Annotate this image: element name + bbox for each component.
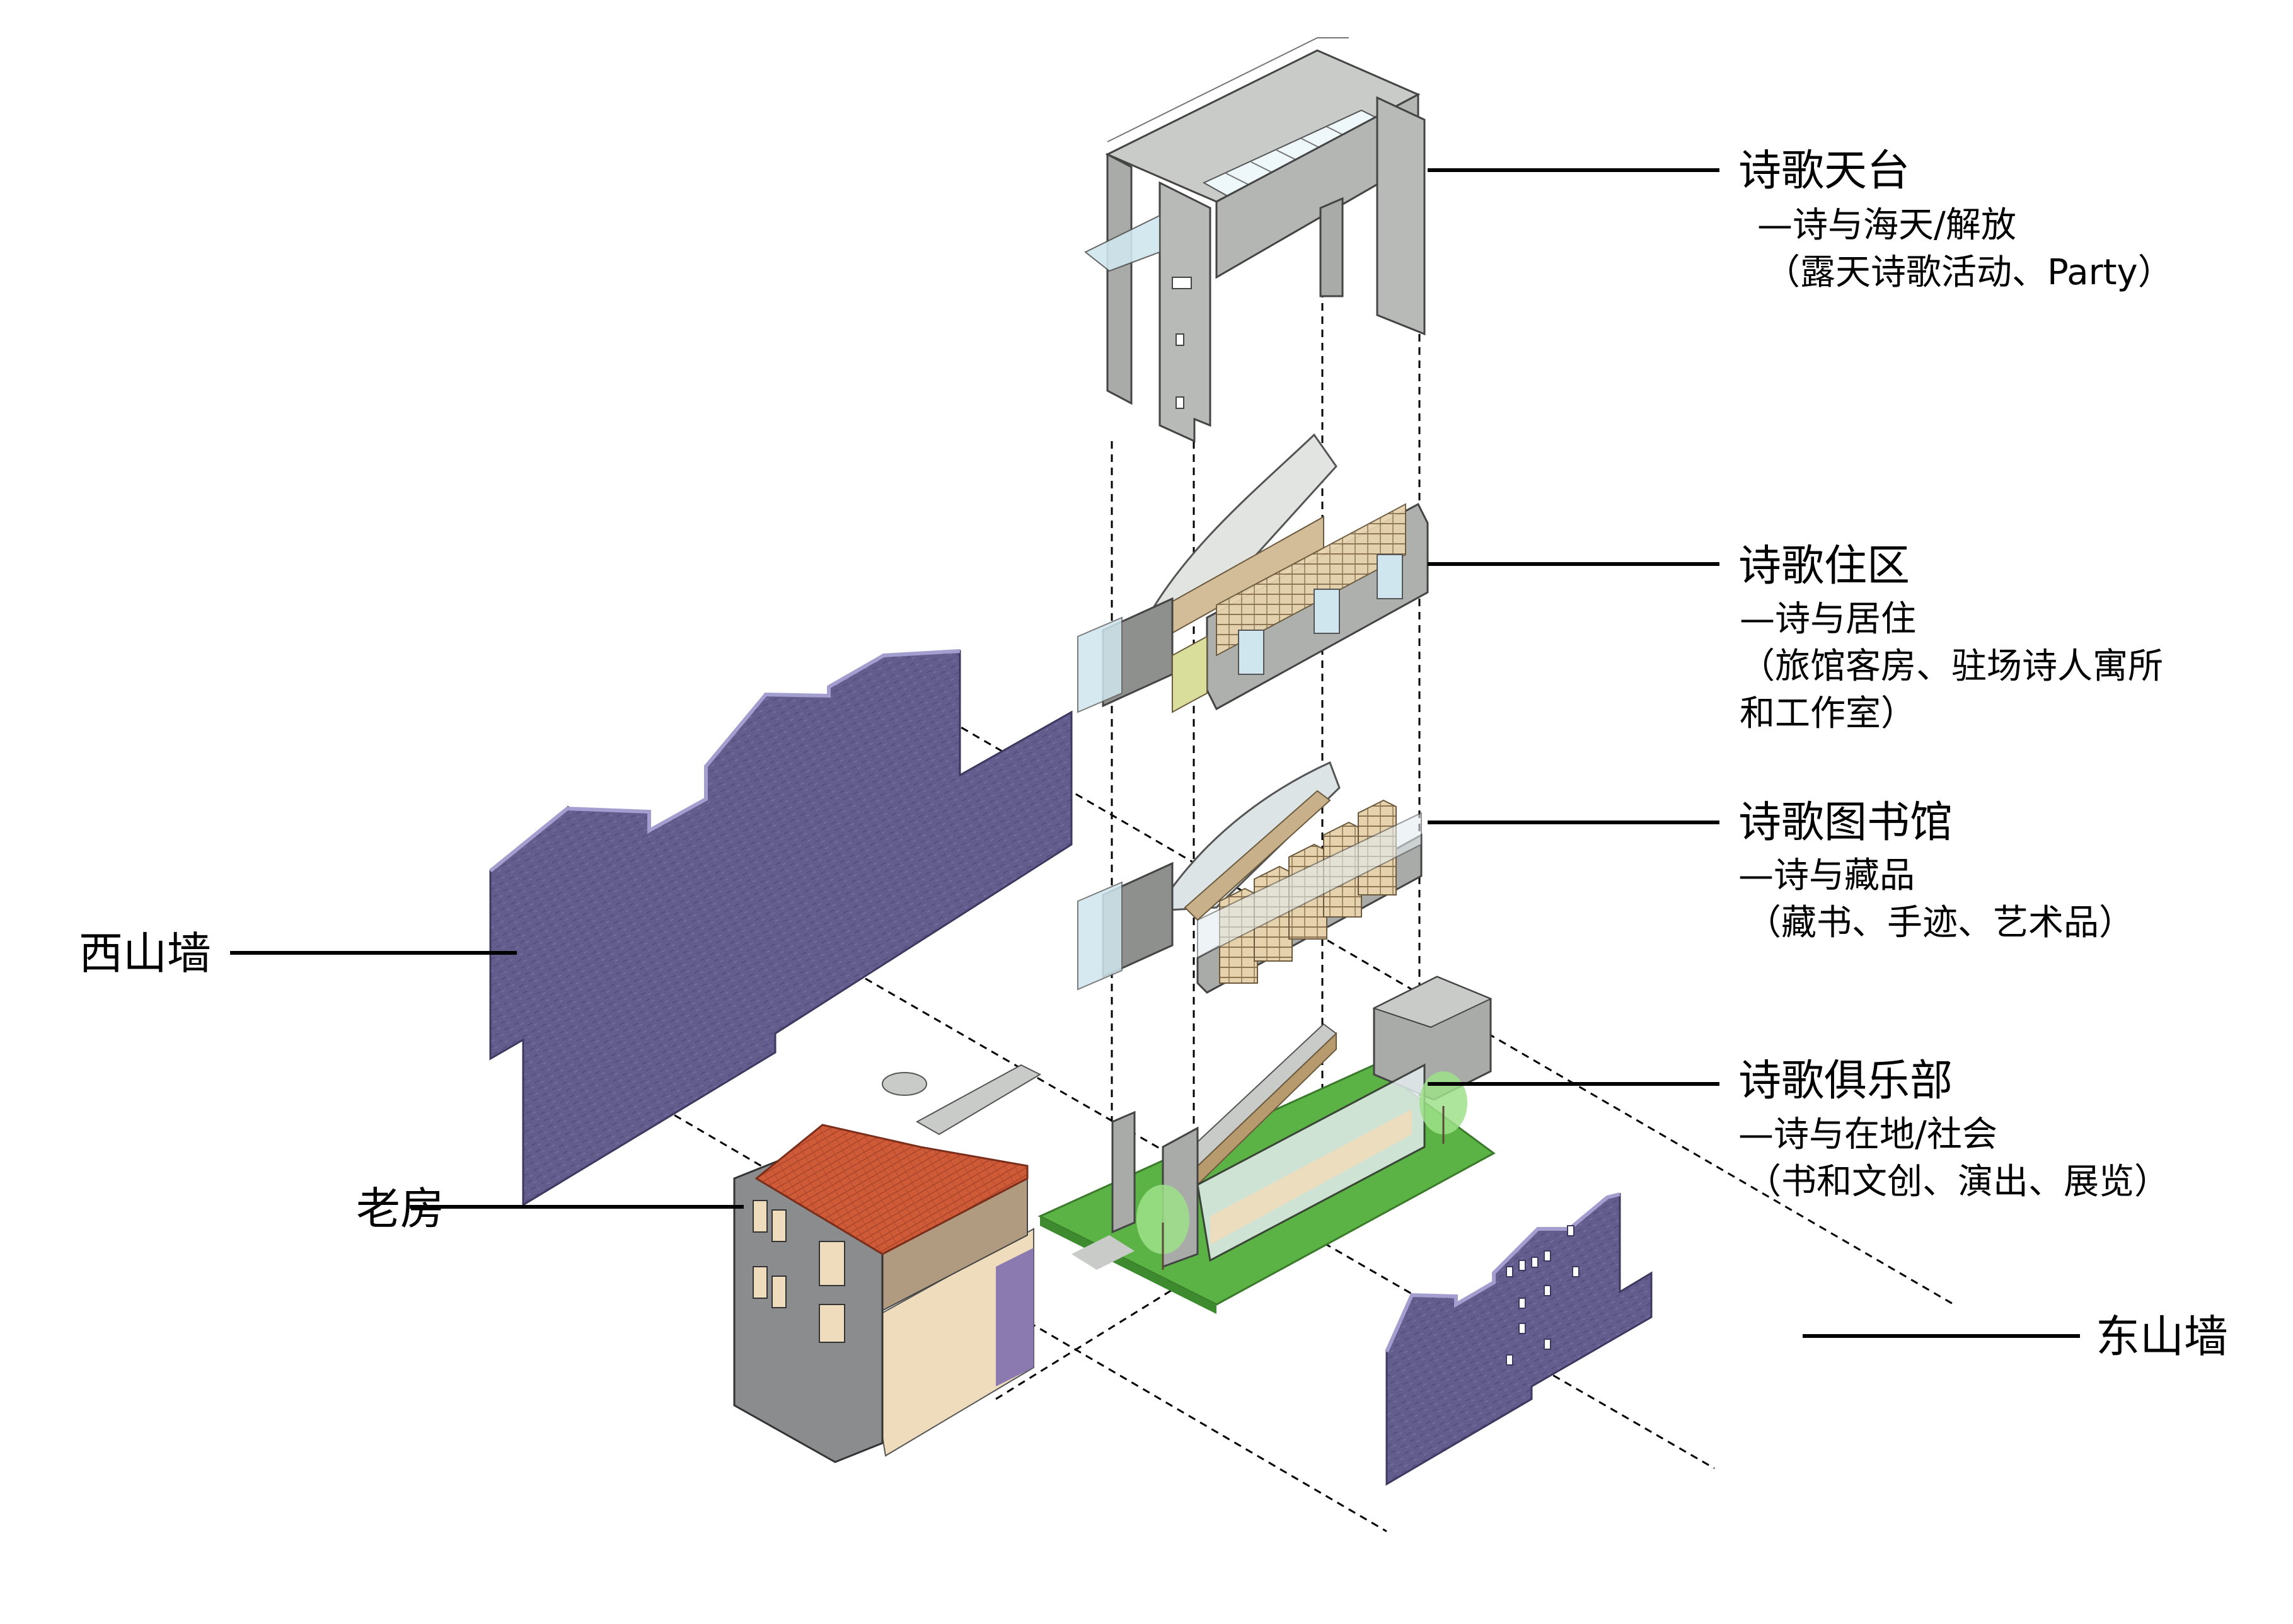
west-gable-wall (489, 649, 1073, 1207)
club-level (1037, 976, 1496, 1314)
rooftop-level (1084, 37, 1426, 443)
library-subtitle: —诗与藏品 (1738, 855, 1915, 896)
rooftop-subtitle: —诗与海天/解放 (1757, 205, 2016, 246)
residence-subtitle: —诗与居住 (1740, 599, 1916, 640)
east-gable-wall (1385, 1192, 1653, 1486)
club-title: 诗歌俱乐部 (1738, 1056, 1953, 1106)
old-house (733, 1064, 1042, 1463)
residence-title: 诗歌住区 (1738, 541, 1910, 591)
residence-level (1077, 433, 1429, 713)
residence-detail-line2: 和工作室） (1740, 693, 1916, 734)
tree (1419, 1071, 1467, 1144)
rooftop-title: 诗歌天台 (1738, 146, 1910, 196)
residence-detail-line1: （旅馆客房、驻场诗人寓所 (1740, 646, 2163, 687)
club-detail: （书和文创、演出、展览） (1746, 1161, 2169, 1202)
east-gable-label: 东山墙 (2096, 1311, 2228, 1362)
tree (1136, 1185, 1189, 1270)
rooftop-detail: （露天诗歌活动、Party） (1765, 252, 2173, 293)
library-level (1077, 761, 1423, 994)
west-gable-label: 西山墙 (79, 928, 211, 979)
library-detail: （藏书、手迹、艺术品） (1746, 902, 2134, 943)
club-subtitle: —诗与在地/社会 (1738, 1114, 1997, 1155)
old-house-label: 老房 (356, 1183, 444, 1235)
library-title: 诗歌图书馆 (1738, 798, 1953, 848)
leader-lines (230, 168, 2080, 1338)
